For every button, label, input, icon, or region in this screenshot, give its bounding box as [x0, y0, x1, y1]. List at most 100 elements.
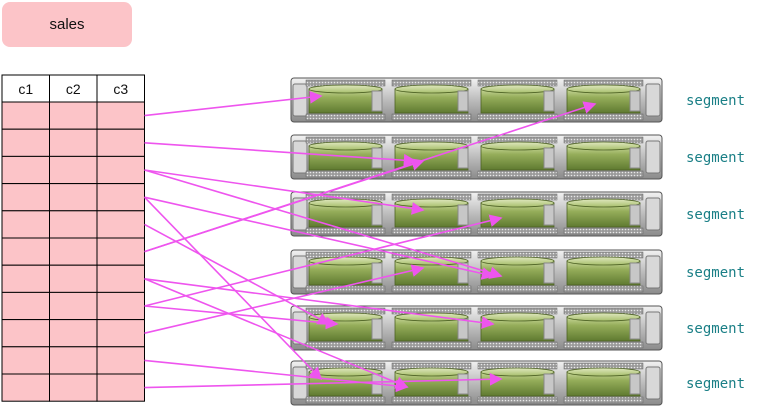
segment-server-2: segment [290, 134, 745, 180]
table-cell [96, 346, 145, 375]
disk-handle [371, 262, 383, 284]
disk-top [480, 198, 555, 208]
table-cell [49, 101, 98, 130]
sales-table: c1 c2 c3 [1, 74, 145, 402]
table-cell [49, 319, 98, 348]
disk-top [566, 141, 641, 151]
drive-vent [391, 227, 472, 235]
distribution-arrow [144, 305, 339, 330]
drive-vent [563, 396, 644, 404]
segment-label: segment [686, 93, 745, 109]
disk-handle [371, 318, 383, 340]
disk-handle [371, 90, 383, 112]
disk-top [566, 198, 641, 208]
disk-top [308, 141, 383, 151]
rack-ear-right [645, 311, 661, 345]
table-cell [1, 373, 50, 402]
drive-vent [305, 396, 386, 404]
disk-handle [629, 204, 641, 226]
drive-vent [563, 113, 644, 121]
table-name-text: sales [49, 16, 85, 33]
segment-label: segment [686, 207, 745, 223]
segment-server-6: segment [290, 360, 745, 406]
table-cell [49, 373, 98, 402]
distribution-arrow [144, 372, 503, 389]
disk-handle [457, 90, 469, 112]
rack-ear-right [645, 366, 661, 400]
rack-ear-right [645, 255, 661, 289]
drive-vent [563, 227, 644, 235]
drive-vent [477, 341, 558, 349]
table-cell [49, 237, 98, 266]
column-header-c1: c1 [18, 81, 33, 97]
segment-server-1: segment [290, 77, 745, 123]
drive-vent [477, 170, 558, 178]
disk-handle [543, 373, 555, 395]
disk-top [308, 256, 383, 266]
table-cell [96, 101, 145, 130]
table-cell [1, 210, 50, 239]
rack-ear-left [292, 83, 308, 117]
rack-ear-left [292, 255, 308, 289]
segment-label: segment [686, 265, 745, 281]
table-cell [49, 291, 98, 321]
table-cell [49, 128, 98, 157]
distribution-arrow [144, 101, 597, 253]
table-cell [49, 183, 98, 212]
table-cell [96, 210, 145, 239]
disk-top [480, 84, 555, 94]
table-name-label: sales [2, 2, 132, 47]
drive-vent [391, 113, 472, 121]
table-cell [96, 373, 145, 402]
disk-handle [543, 90, 555, 112]
table-cell [96, 128, 145, 157]
column-header-c2: c2 [66, 81, 81, 97]
distribution-arrow [144, 142, 417, 167]
disk-handle [457, 318, 469, 340]
table-cell [96, 264, 145, 293]
disk-top [480, 256, 555, 266]
disk-handle [629, 262, 641, 284]
drive-vent [305, 341, 386, 349]
table-cell [96, 291, 145, 321]
segment-label: segment [686, 376, 745, 392]
segment-server-3: segment [290, 191, 745, 237]
drive-vent [563, 170, 644, 178]
rack-ear-right [645, 83, 661, 117]
drive-vent [477, 285, 558, 293]
table-cell [96, 319, 145, 348]
table-cell [1, 237, 50, 266]
table-header-row [1, 74, 145, 103]
table-cell [1, 319, 50, 348]
disk-handle [371, 204, 383, 226]
disk-top [566, 256, 641, 266]
drive-vent [477, 396, 558, 404]
distribution-arrow [143, 196, 323, 381]
table-cell [1, 264, 50, 293]
distribution-arrows [143, 90, 597, 393]
disk-handle [457, 204, 469, 226]
drive-vent [563, 341, 644, 349]
drive-vent [391, 396, 472, 404]
column-header-c3: c3 [113, 81, 128, 97]
disk-top [394, 84, 469, 94]
table-cell [1, 155, 50, 185]
disk-top [566, 84, 641, 94]
table-cell [1, 128, 50, 157]
table-cell [49, 155, 98, 185]
rack-ear-right [645, 140, 661, 174]
table-cell [49, 210, 98, 239]
rack-ear-left [292, 140, 308, 174]
disk-handle [457, 147, 469, 169]
distribution-arrow [144, 90, 323, 117]
distribution-arrow [144, 214, 503, 307]
disk-handle [629, 318, 641, 340]
table-cell [49, 346, 98, 375]
disk-top [394, 256, 469, 266]
segment-server-5: segment [290, 305, 745, 351]
disk-handle [629, 90, 641, 112]
disk-top [480, 312, 555, 322]
disk-handle [457, 373, 469, 395]
table-cell [49, 264, 98, 293]
